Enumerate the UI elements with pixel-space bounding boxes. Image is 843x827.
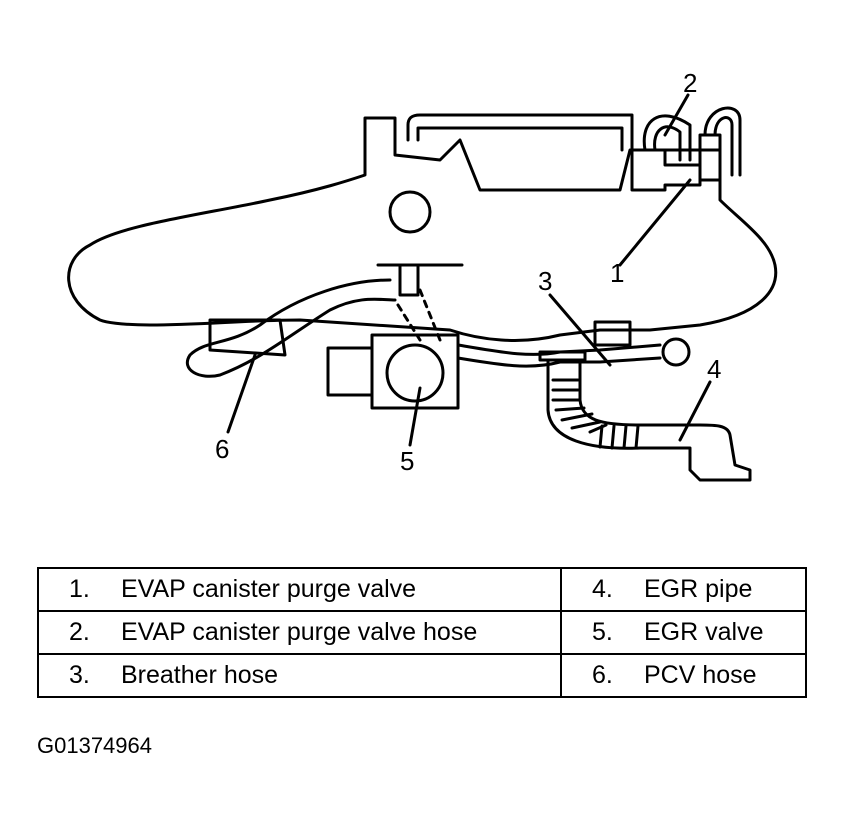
legend-cell: 6. PCV hose	[560, 653, 807, 698]
egr-pipe	[546, 358, 752, 482]
callout-5: 5	[400, 446, 414, 476]
legend-table: 1. EVAP canister purge valve 4. EGR pipe 2…	[37, 567, 807, 698]
legend-number: 3.	[69, 661, 90, 689]
callout-4: 4	[707, 354, 721, 384]
legend-number: 6.	[592, 661, 613, 689]
egr-valve-flange	[326, 346, 374, 397]
legend-cell: 2. EVAP canister purge valve hose	[37, 610, 562, 655]
pcv-hose	[186, 278, 397, 378]
evap-valve-body	[630, 148, 702, 192]
legend-label: EVAP canister purge valve hose	[121, 618, 478, 646]
callout-6: 6	[215, 434, 229, 464]
leader-2	[663, 93, 690, 137]
evap-valve-cap	[698, 133, 722, 182]
dashed-line	[396, 288, 442, 342]
evap-hose-top-inner	[416, 126, 624, 152]
callout-2: 2	[683, 68, 697, 98]
legend-number: 2.	[69, 618, 90, 646]
legend-row: 1. EVAP canister purge valve 4. EGR pipe	[37, 567, 807, 612]
pcv-fitting	[376, 263, 464, 297]
boss-right	[661, 337, 691, 367]
callout-3: 3	[538, 266, 552, 296]
engine-diagram: 1 2 3 4 5 6	[67, 68, 778, 482]
legend-number: 5.	[592, 618, 613, 646]
right-pipe	[703, 106, 742, 177]
legend-label: EGR valve	[644, 618, 764, 646]
leader-5	[408, 386, 422, 447]
legend-number: 4.	[592, 575, 613, 603]
breather-mount	[593, 320, 632, 347]
right-pipe-inner	[713, 116, 734, 177]
evap-hose-loop-inner	[653, 125, 682, 162]
legend-label: EGR pipe	[644, 575, 753, 603]
legend-label: Breather hose	[121, 661, 279, 689]
leader-1	[618, 178, 692, 267]
evap-hose-loop	[642, 114, 692, 162]
breather-fitting	[538, 350, 587, 362]
leader-3	[548, 293, 612, 367]
manifold-bracket	[208, 318, 287, 357]
callout-1: 1	[610, 258, 624, 288]
boss-upper	[388, 190, 432, 234]
legend-cell: 5. EGR valve	[560, 610, 807, 655]
legend-label: EVAP canister purge valve	[121, 575, 417, 603]
breather-hose-inner	[456, 356, 662, 368]
legend-cell: 4. EGR pipe	[560, 567, 807, 612]
leader-4	[678, 380, 712, 442]
legend-cell: 3. Breather hose	[37, 653, 562, 698]
legend-number: 1.	[69, 575, 90, 603]
egr-pipe-corrugation	[551, 378, 640, 450]
legend-label: PCV hose	[644, 661, 757, 689]
leader-6	[226, 353, 257, 434]
egr-valve-diaphragm	[385, 343, 445, 403]
figure-id: G01374964	[37, 733, 152, 758]
legend-cell: 1. EVAP canister purge valve	[37, 567, 562, 612]
evap-hose-top	[406, 113, 634, 152]
legend-row: 2. EVAP canister purge valve hose 5. EGR v…	[37, 610, 807, 655]
legend-row: 3. Breather hose 6. PCV hose	[37, 653, 807, 698]
